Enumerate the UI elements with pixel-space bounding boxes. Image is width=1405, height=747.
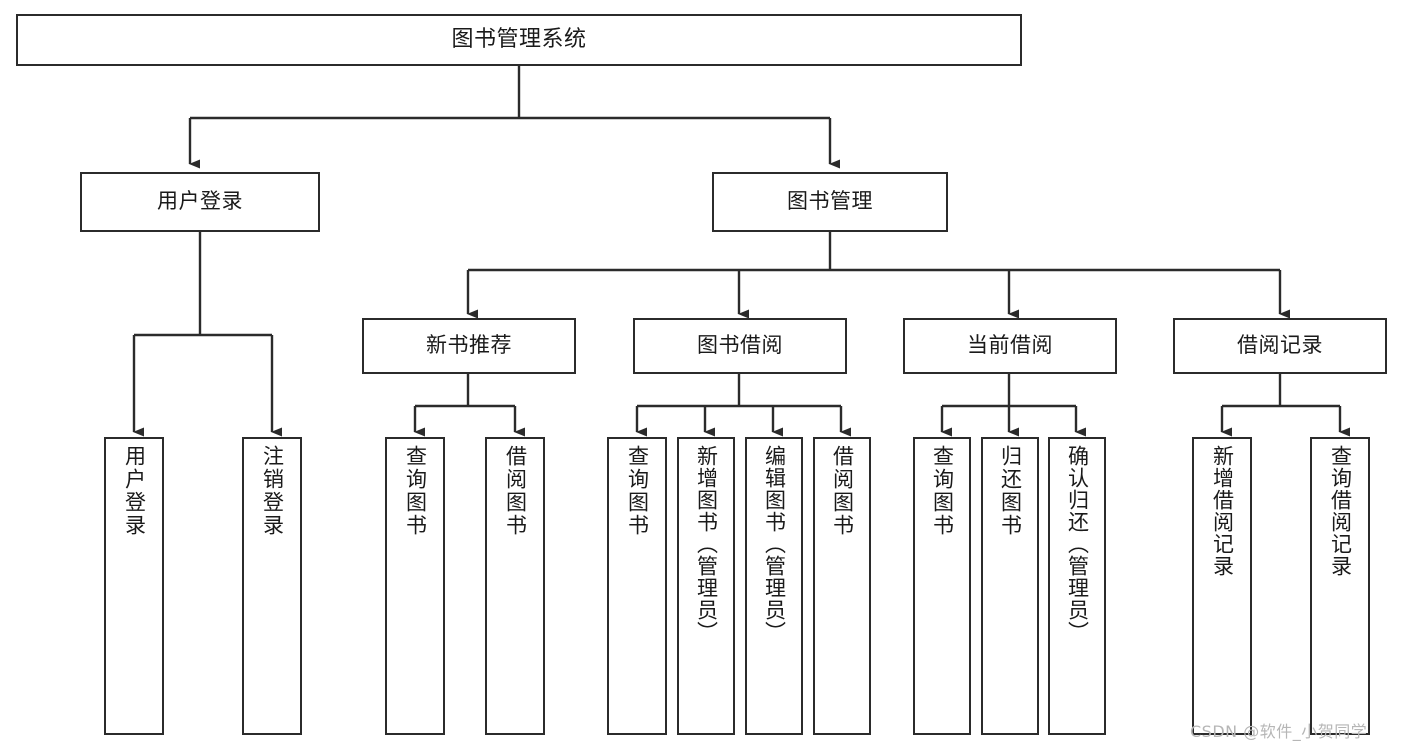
- leaf-query-book-borrow[interactable]: 查询图书: [607, 437, 667, 735]
- csdn-watermark: CSDN @软件_小贺同学: [1190, 718, 1367, 742]
- leaf-label: 新增借阅记录: [1210, 445, 1235, 577]
- leaf-label: 新增图书（管理员）: [694, 445, 719, 643]
- leaf-logout[interactable]: 注销登录: [242, 437, 302, 735]
- leaf-add-book-admin[interactable]: 新增图书（管理员）: [677, 437, 735, 735]
- leaf-label: 查询图书: [625, 445, 650, 537]
- node-borrow-record[interactable]: 借阅记录: [1173, 318, 1387, 374]
- leaf-label: 确认归还（管理员）: [1065, 445, 1090, 643]
- node-label: 图书管理系统: [451, 26, 587, 52]
- leaf-label: 归还图书: [998, 445, 1023, 537]
- node-label: 借阅记录: [1237, 333, 1323, 358]
- leaf-label: 借阅图书: [503, 445, 528, 537]
- leaf-label: 注销登录: [260, 445, 285, 537]
- leaf-borrow-book[interactable]: 借阅图书: [813, 437, 871, 735]
- node-label: 图书借阅: [697, 333, 783, 358]
- leaf-label: 查询图书: [930, 445, 955, 537]
- leaf-borrow-book-recommend[interactable]: 借阅图书: [485, 437, 545, 735]
- leaf-query-book-current[interactable]: 查询图书: [913, 437, 971, 735]
- node-label: 图书管理: [787, 189, 873, 214]
- leaf-confirm-return-admin[interactable]: 确认归还（管理员）: [1048, 437, 1106, 735]
- leaf-query-book-recommend[interactable]: 查询图书: [385, 437, 445, 735]
- leaf-label: 编辑图书（管理员）: [762, 445, 787, 643]
- leaf-query-borrow-record[interactable]: 查询借阅记录: [1310, 437, 1370, 735]
- node-book-management[interactable]: 图书管理: [712, 172, 948, 232]
- node-label: 新书推荐: [426, 333, 512, 358]
- leaf-edit-book-admin[interactable]: 编辑图书（管理员）: [745, 437, 803, 735]
- leaf-label: 用户登录: [122, 445, 147, 537]
- node-new-book-recommend[interactable]: 新书推荐: [362, 318, 576, 374]
- leaf-return-book[interactable]: 归还图书: [981, 437, 1039, 735]
- node-current-borrow[interactable]: 当前借阅: [903, 318, 1117, 374]
- watermark-text: CSDN @软件_小贺同学: [1190, 722, 1368, 741]
- leaf-label: 查询借阅记录: [1328, 445, 1353, 577]
- leaf-label: 查询图书: [403, 445, 428, 537]
- node-book-borrow[interactable]: 图书借阅: [633, 318, 847, 374]
- node-root-system[interactable]: 图书管理系统: [16, 14, 1022, 66]
- node-label: 用户登录: [157, 189, 243, 214]
- node-user-login[interactable]: 用户登录: [80, 172, 320, 232]
- leaf-user-login[interactable]: 用户登录: [104, 437, 164, 735]
- leaf-add-borrow-record[interactable]: 新增借阅记录: [1192, 437, 1252, 735]
- leaf-label: 借阅图书: [830, 445, 855, 537]
- node-label: 当前借阅: [967, 333, 1053, 358]
